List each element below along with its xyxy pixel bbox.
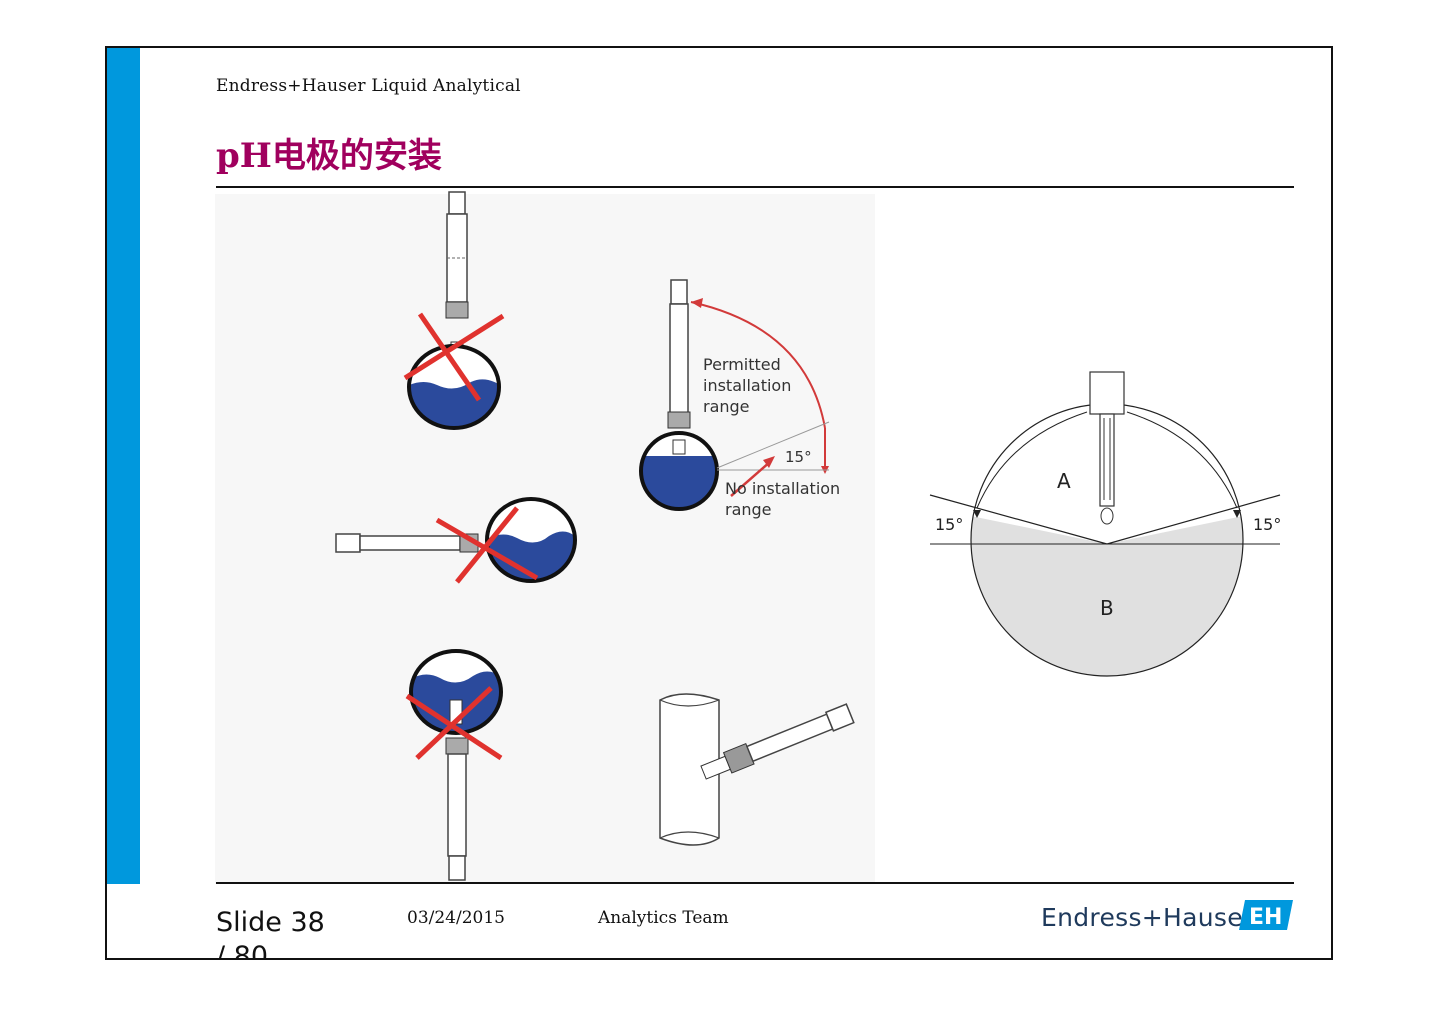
cross-icon (405, 693, 503, 761)
slide-total: / 80 (216, 941, 269, 960)
no-install-label: No installation range (725, 479, 845, 519)
slide: Endress+Hauser Liquid Analytical pH电极的安装 (105, 46, 1333, 960)
page-title: pH电极的安装 (216, 136, 442, 176)
angle-label: 15° (785, 448, 812, 466)
slide-number: Slide 38 / 80 (216, 906, 325, 960)
probe-permitted-range: Permitted installation range 15° No inst… (639, 279, 845, 519)
angle-range-diagram: A B 15° 15° (929, 371, 1281, 677)
region-b-label: B (1100, 596, 1114, 620)
header-divider (216, 186, 1294, 188)
left-angle-label: 15° (935, 515, 963, 534)
slide-label: Slide 38 (216, 907, 325, 938)
company-header: Endress+Hauser Liquid Analytical (216, 76, 521, 96)
probe-bottom-not-allowed (405, 649, 503, 881)
footer-divider (216, 882, 1294, 884)
eh-logo-icon: EH (1239, 900, 1293, 930)
cross-icon (435, 517, 539, 581)
region-a-label: A (1057, 469, 1071, 493)
footer-team: Analytics Team (598, 908, 729, 928)
sidebar-accent (107, 48, 140, 884)
permitted-label: Permitted installation range (703, 355, 796, 416)
right-angle-label: 15° (1253, 515, 1281, 534)
svg-text:EH: EH (1249, 905, 1282, 930)
probe-top-not-allowed (403, 191, 505, 430)
brand-wordmark: Endress+Hauser (1041, 903, 1254, 932)
probe-pipe-mount (659, 693, 855, 846)
cross-icon (417, 312, 482, 402)
installation-diagram: Permitted installation range 15° No inst… (215, 191, 1281, 884)
footer-date: 03/24/2015 (407, 908, 505, 928)
probe-side-not-allowed (335, 497, 577, 584)
